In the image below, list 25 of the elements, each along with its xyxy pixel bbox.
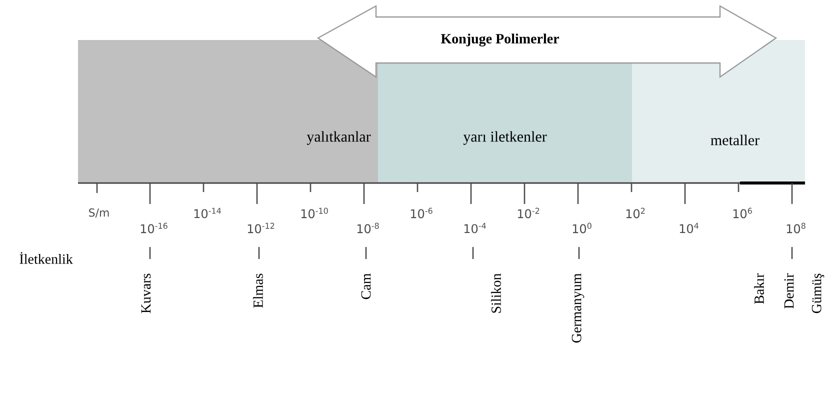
material-label: Gümüş — [812, 274, 824, 314]
tick-label: 10$^{-6}$ — [410, 208, 432, 218]
tick-label: 10$^{-14}$ — [194, 208, 221, 218]
material-label: Silikon — [491, 273, 501, 313]
tick-label: 10$^{-12}$ — [248, 222, 274, 234]
tick-label: 10$^{-8}$ — [357, 222, 379, 234]
tick-label: 10$^{6}$ — [733, 208, 752, 218]
material-label: Elmas — [253, 274, 263, 308]
material-label: Germanyum — [572, 273, 584, 343]
semiconductor-band: yarı iletkenler — [378, 63, 632, 182]
material-label: Cam — [361, 273, 371, 300]
tick-label: 10$^{-2}$ — [518, 208, 540, 218]
material-label: Bakır — [754, 273, 764, 304]
tick-label: 10$^{-16}$ — [140, 222, 168, 234]
unit-label: S/m — [89, 208, 109, 218]
tick-label: 10$^{2}$ — [626, 208, 645, 218]
axis-title: İletkenlik — [20, 252, 73, 264]
tick-label: 10$^{4}$ — [680, 222, 698, 234]
tick-label: 10$^{-10}$ — [301, 208, 328, 218]
insulator-band: yalıtkanlar — [78, 40, 378, 182]
tick-label: 10$^{0}$ — [572, 222, 592, 234]
tick-label: 10$^{-4}$ — [464, 222, 486, 234]
material-label: Demir — [784, 273, 794, 309]
material-label: Kuvars — [141, 274, 151, 314]
tick-label: 10$^{8}$ — [786, 222, 806, 234]
